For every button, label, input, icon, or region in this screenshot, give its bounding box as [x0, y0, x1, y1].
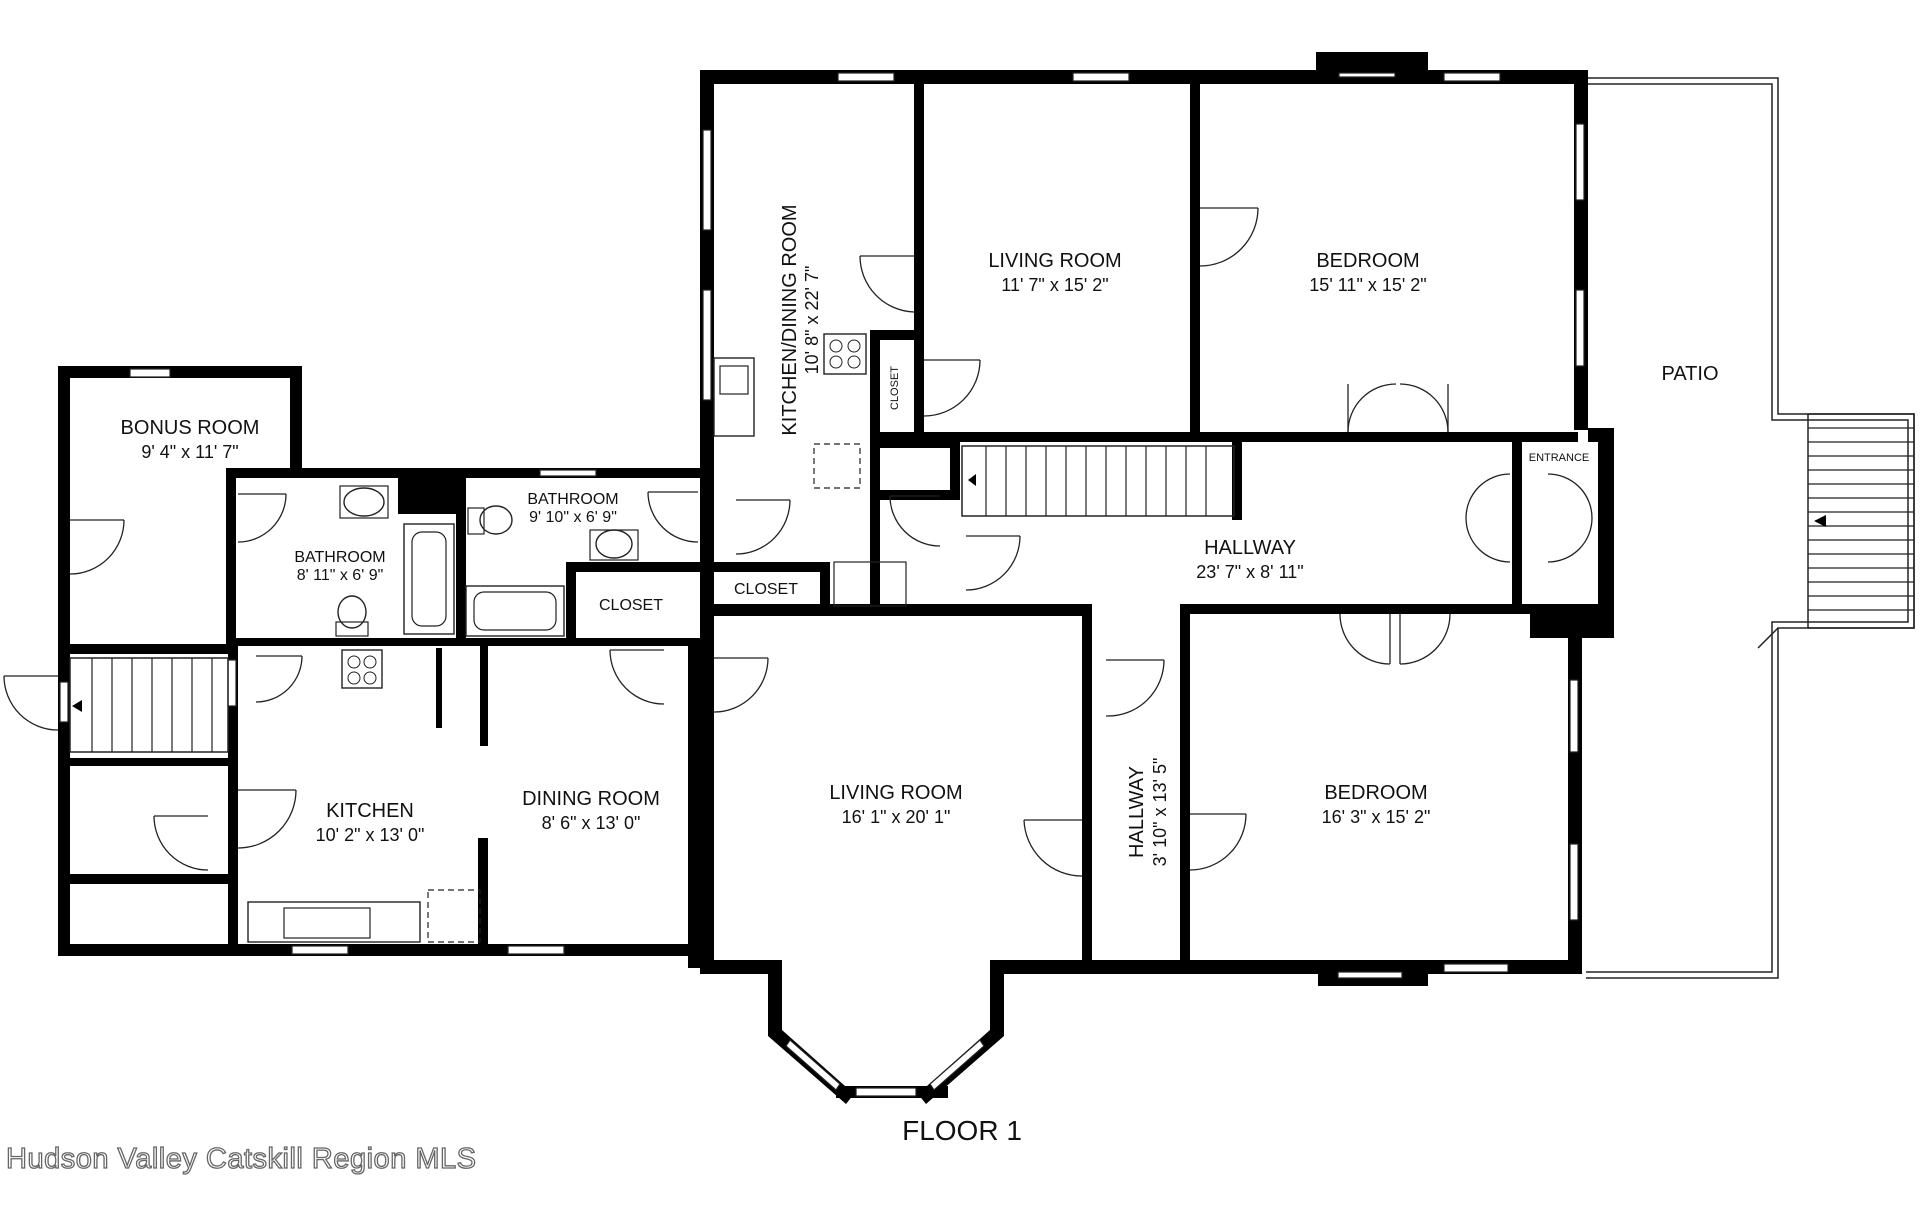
bonus-room-name: BONUS ROOM: [121, 417, 260, 439]
bedroom-lower-dims: 16' 3" x 15' 2": [1322, 807, 1431, 827]
door-kitchen-dining-closet: [735, 499, 791, 555]
closet-bath-name: CLOSET: [599, 597, 663, 614]
hallway-narrow-name: HALLWAY: [1126, 766, 1148, 858]
patio-name: PATIO: [1661, 363, 1718, 385]
bonus-stairs: [69, 657, 229, 753]
door-bonus-west: [69, 519, 125, 575]
door-entrance-double: [1547, 473, 1593, 563]
room-labels: BONUS ROOM 9' 4" x 11' 7" BATHROOM 8' 11…: [121, 204, 1719, 1146]
bathroom-1-dims: 8' 11" x 6' 9": [297, 567, 384, 584]
living-room-lower-dims: 16' 1" x 20' 1": [842, 807, 951, 827]
door-kitchen-north: [255, 655, 303, 703]
living-room-upper-dims: 11' 7" x 15' 2": [1001, 275, 1108, 295]
entrance-name: ENTRANCE: [1529, 452, 1590, 464]
patio-outline: [1586, 77, 1915, 979]
bathroom-2-name: BATHROOM: [527, 491, 618, 508]
bedroom-lower-name: BEDROOM: [1324, 782, 1427, 804]
door-hall-closet: [889, 495, 941, 547]
dining-room-dims: 8' 6" x 13' 0": [542, 813, 641, 833]
bathroom-1-name: BATHROOM: [294, 549, 385, 566]
hallway-main-name: HALLWAY: [1204, 537, 1296, 559]
door-bath1: [237, 493, 287, 543]
kitchen-dims: 10' 2" x 13' 0": [316, 825, 425, 845]
living-room-lower-name: LIVING ROOM: [829, 782, 962, 804]
door-living-lower-east: [1023, 819, 1083, 877]
door-dining-north: [609, 649, 665, 705]
walls: [58, 52, 1614, 1104]
dining-room-name: DINING ROOM: [522, 788, 660, 810]
door-bedroom-lower-double: [1339, 613, 1451, 665]
bonus-room-dims: 9' 4" x 11' 7": [141, 442, 238, 462]
kitchen-dining-name: KITCHEN/DINING ROOM: [779, 204, 801, 435]
door-bath2: [647, 491, 699, 543]
door-bedroom-lower-west: [1189, 813, 1247, 871]
kitchen-dining-dims: 10' 8" x 22' 7": [802, 266, 822, 375]
door-exterior-west: [3, 675, 59, 731]
patio-stairs: [1807, 413, 1915, 629]
hallway-narrow-dims: 3' 10" x 13' 5": [1150, 758, 1170, 867]
hallway-main-dims: 23' 7" x 8' 11": [1196, 562, 1303, 582]
door-bedroom-upper-west: [1199, 207, 1259, 267]
door-narrow-hall: [1105, 659, 1165, 717]
closet-kitchen-name: CLOSET: [734, 581, 798, 598]
door-bedroom-upper-double: [1347, 383, 1449, 433]
living-room-upper-name: LIVING ROOM: [988, 250, 1121, 272]
watermark: Hudson Valley Catskill Region MLS: [5, 1142, 477, 1175]
doors: [3, 207, 1593, 877]
door-kitchen-west: [237, 789, 297, 849]
windows: [59, 72, 1585, 1097]
door-hall-west: [965, 535, 1021, 591]
door-lower-storage: [153, 815, 209, 871]
fixtures: [247, 333, 907, 943]
bedroom-upper-dims: 15' 11" x 15' 2": [1309, 275, 1426, 295]
door-hall-double-right: [1465, 473, 1511, 563]
door-kitchen-living-upper: [859, 255, 915, 313]
door-living-lower-west: [713, 657, 769, 713]
floor-title: FLOOR 1: [902, 1115, 1022, 1146]
closet-small-name: CLOSET: [889, 366, 901, 410]
door-living-closet: [923, 359, 981, 417]
kitchen-name: KITCHEN: [326, 800, 414, 822]
bathroom-2-dims: 9' 10" x 6' 9": [529, 509, 617, 526]
hallway-stairs: [961, 445, 1235, 517]
bedroom-upper-name: BEDROOM: [1316, 250, 1419, 272]
